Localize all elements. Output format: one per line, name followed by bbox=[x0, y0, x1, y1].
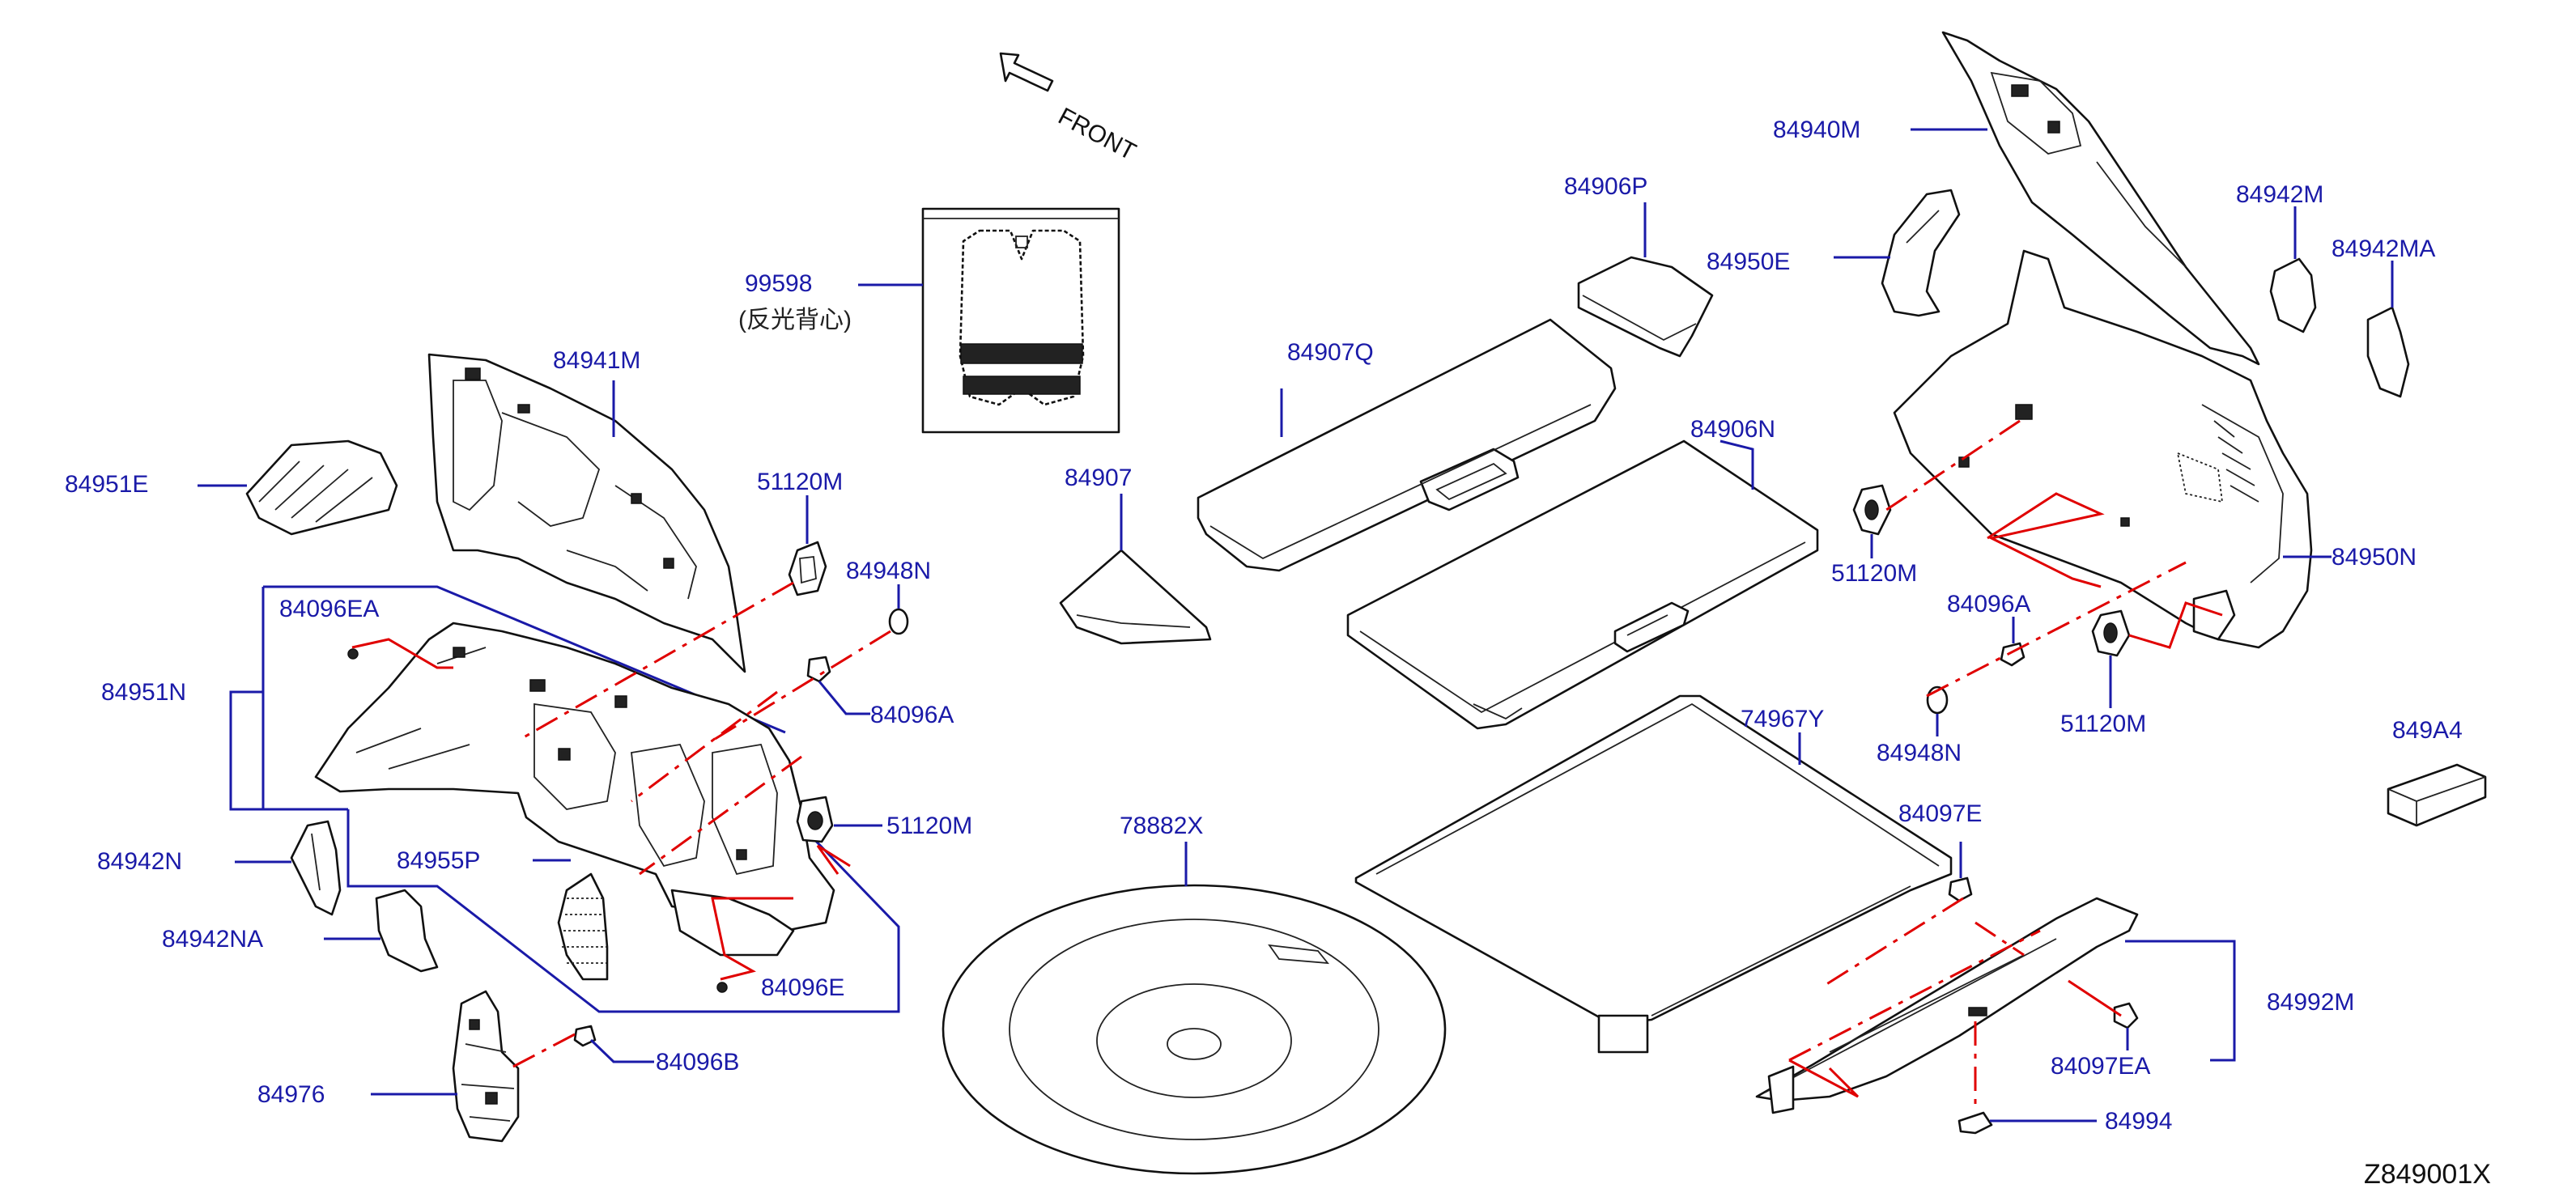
leader-84096B bbox=[589, 1038, 654, 1063]
clip-51120M-d bbox=[2091, 609, 2131, 657]
clip-51120M-c bbox=[1852, 484, 1892, 536]
plug-84994 bbox=[1958, 1111, 1993, 1135]
label-74967Y: 74967Y bbox=[1741, 706, 1824, 732]
label-84948N-a: 84948N bbox=[846, 558, 931, 584]
cargo-mat-74967Y bbox=[1354, 694, 1953, 1054]
label-84951N: 84951N bbox=[101, 679, 186, 706]
leader-84951N-top bbox=[263, 585, 786, 734]
upper-side-trim-84941M bbox=[427, 353, 746, 673]
floor-board-84906N bbox=[1346, 439, 1819, 730]
quarter-panel-84950N bbox=[1893, 249, 2313, 649]
upper-trim-84940M bbox=[1941, 31, 2260, 366]
assembly-guides-right bbox=[1885, 419, 2223, 698]
label-84948N-b: 84948N bbox=[1877, 740, 1962, 766]
tire-cover-78882X bbox=[942, 884, 1447, 1175]
label-84942N: 84942N bbox=[97, 848, 182, 875]
front-label: FRONT bbox=[1054, 103, 1141, 166]
scuff-plate-84992M bbox=[1755, 897, 2139, 1114]
label-84942M: 84942M bbox=[2236, 181, 2323, 208]
label-78882X: 78882X bbox=[1120, 813, 1203, 839]
assembly-guides-left bbox=[351, 581, 891, 1070]
label-51120M-b: 51120M bbox=[886, 813, 972, 839]
leader-84951N-bottom bbox=[346, 808, 900, 1013]
clip-84096E bbox=[716, 982, 728, 993]
box-849A4 bbox=[2387, 763, 2487, 827]
clip-51120M-b bbox=[796, 796, 834, 843]
board-84907Q bbox=[1197, 318, 1617, 572]
label-51120M-a: 51120M bbox=[757, 469, 843, 495]
leader-84906N bbox=[1719, 439, 1754, 490]
label-84942NA: 84942NA bbox=[162, 926, 263, 953]
trim-84950E bbox=[1881, 189, 1961, 317]
label-84955P: 84955P bbox=[397, 847, 480, 874]
reflective-vest-illustration bbox=[921, 207, 1120, 434]
label-849A4: 849A4 bbox=[2392, 717, 2463, 744]
bracket-84942NA bbox=[375, 889, 439, 973]
label-84994: 84994 bbox=[2105, 1108, 2172, 1135]
label-84942MA: 84942MA bbox=[2332, 236, 2435, 262]
leader-84096A-a bbox=[818, 681, 870, 715]
bracket-84942MA bbox=[2366, 306, 2410, 398]
label-84906P: 84906P bbox=[1564, 173, 1647, 200]
clip-84097E bbox=[1948, 876, 1973, 902]
jack-bracket-84976 bbox=[452, 990, 520, 1143]
vest-note: (反光背心) bbox=[738, 307, 852, 333]
label-84906N: 84906N bbox=[1690, 416, 1775, 443]
label-84096E: 84096E bbox=[761, 974, 844, 1001]
grommet-84948N-a bbox=[888, 608, 909, 635]
label-84096A-b: 84096A bbox=[1947, 591, 2030, 617]
label-84907: 84907 bbox=[1065, 465, 1132, 491]
label-84941M: 84941M bbox=[553, 347, 640, 374]
label-84096B: 84096B bbox=[656, 1049, 739, 1076]
quarter-panel-84951N bbox=[314, 622, 835, 957]
label-84907Q: 84907Q bbox=[1287, 339, 1374, 366]
assembly-guides-bottom-right bbox=[1788, 897, 2122, 1110]
label-51120M-d: 51120M bbox=[2060, 711, 2146, 737]
bracket-84951E bbox=[245, 439, 398, 536]
label-84097E: 84097E bbox=[1898, 800, 1982, 827]
leader-84951N-left bbox=[261, 587, 348, 811]
clip-84096B bbox=[573, 1025, 597, 1047]
bracket-84942M bbox=[2269, 257, 2317, 333]
front-arrow: FRONT bbox=[999, 52, 1141, 166]
label-84950N: 84950N bbox=[2332, 544, 2417, 571]
label-51120M-c: 51120M bbox=[1831, 560, 1917, 587]
clip-84096EA bbox=[347, 648, 359, 660]
clip-84096A-a bbox=[806, 656, 831, 683]
clip-84097EA bbox=[2113, 1002, 2139, 1029]
label-84976: 84976 bbox=[257, 1081, 325, 1108]
bracket-84942N bbox=[290, 820, 342, 916]
label-99598: 99598 bbox=[745, 270, 812, 297]
label-84097EA: 84097EA bbox=[2051, 1053, 2150, 1080]
clip-51120M-a bbox=[788, 541, 827, 596]
label-84096EA: 84096EA bbox=[279, 596, 379, 622]
label-84992M: 84992M bbox=[2267, 989, 2354, 1016]
bracket-84992M bbox=[2125, 940, 2236, 1062]
label-84950E: 84950E bbox=[1707, 248, 1790, 275]
diagram-id: Z849001X bbox=[2364, 1159, 2491, 1190]
label-84096A-a: 84096A bbox=[870, 702, 954, 728]
bracket-84951N bbox=[229, 690, 263, 811]
cover-84907 bbox=[1059, 549, 1212, 645]
label-84951E: 84951E bbox=[65, 471, 148, 498]
mesh-pocket-84955P bbox=[557, 872, 609, 981]
label-84940M: 84940M bbox=[1773, 117, 1860, 143]
lid-84906P bbox=[1577, 256, 1714, 358]
